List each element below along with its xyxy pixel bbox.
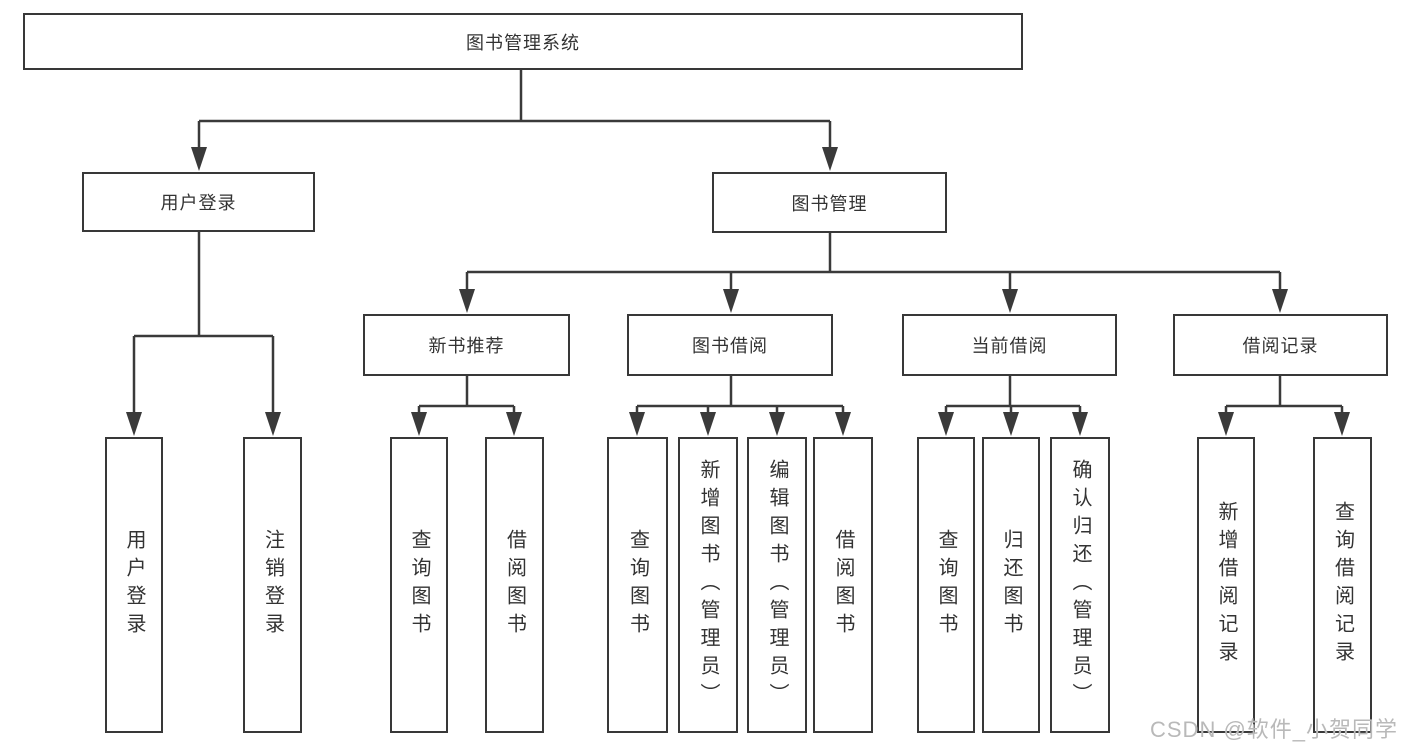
leaf-confirm-return-admin: 确认归还（管理员） <box>1050 437 1110 733</box>
leaf-query-books-1: 查询图书 <box>390 437 448 733</box>
leaf-borrow-books-2: 借阅图书 <box>813 437 873 733</box>
node-label: 新增借阅记录 <box>1215 501 1237 669</box>
node-label: 确认归还（管理员） <box>1069 459 1091 711</box>
leaf-add-borrow-record: 新增借阅记录 <box>1197 437 1255 733</box>
leaf-logout: 注销登录 <box>243 437 302 733</box>
node-label: 查询图书 <box>626 529 649 641</box>
node-book-borrowing: 图书借阅 <box>627 314 833 376</box>
node-library-system: 图书管理系统 <box>23 13 1023 70</box>
node-label: 新书推荐 <box>428 336 505 356</box>
node-label: 借阅图书 <box>503 529 526 641</box>
node-label: 用户登录 <box>123 529 145 641</box>
leaf-add-book-admin: 新增图书（管理员） <box>678 437 738 733</box>
node-label: 查询图书 <box>408 529 430 641</box>
leaf-query-borrow-record: 查询借阅记录 <box>1313 437 1372 733</box>
leaf-edit-book-admin: 编辑图书（管理员） <box>747 437 807 733</box>
node-label: 借阅图书 <box>832 529 854 641</box>
node-label: 归还图书 <box>1000 529 1022 641</box>
arrowheads <box>126 147 1350 436</box>
node-label: 图书管理系统 <box>466 32 580 53</box>
node-label: 当前借阅 <box>971 336 1048 356</box>
leaf-query-books-2: 查询图书 <box>607 437 668 733</box>
node-label: 编辑图书（管理员） <box>766 459 788 711</box>
node-label: 图书借阅 <box>692 336 768 356</box>
node-borrowing-records: 借阅记录 <box>1173 314 1388 376</box>
node-book-management: 图书管理 <box>712 172 947 233</box>
leaf-return-book: 归还图书 <box>982 437 1040 733</box>
node-current-borrowing: 当前借阅 <box>902 314 1117 376</box>
leaf-query-books-3: 查询图书 <box>917 437 975 733</box>
node-label: 查询图书 <box>935 529 957 641</box>
leaf-user-login: 用户登录 <box>105 437 163 733</box>
node-user-login: 用户登录 <box>82 172 315 232</box>
node-label: 用户登录 <box>160 193 237 213</box>
node-label: 注销登录 <box>261 529 284 641</box>
csdn-watermark: CSDN @软件_小贺同学 <box>1150 717 1399 742</box>
node-label: 查询借阅记录 <box>1331 501 1354 669</box>
node-label: 借阅记录 <box>1242 336 1319 356</box>
leaf-borrow-books-1: 借阅图书 <box>485 437 544 733</box>
node-new-book-recommend: 新书推荐 <box>363 314 570 376</box>
node-label: 新增图书（管理员） <box>697 459 719 711</box>
node-label: 图书管理 <box>791 193 868 214</box>
